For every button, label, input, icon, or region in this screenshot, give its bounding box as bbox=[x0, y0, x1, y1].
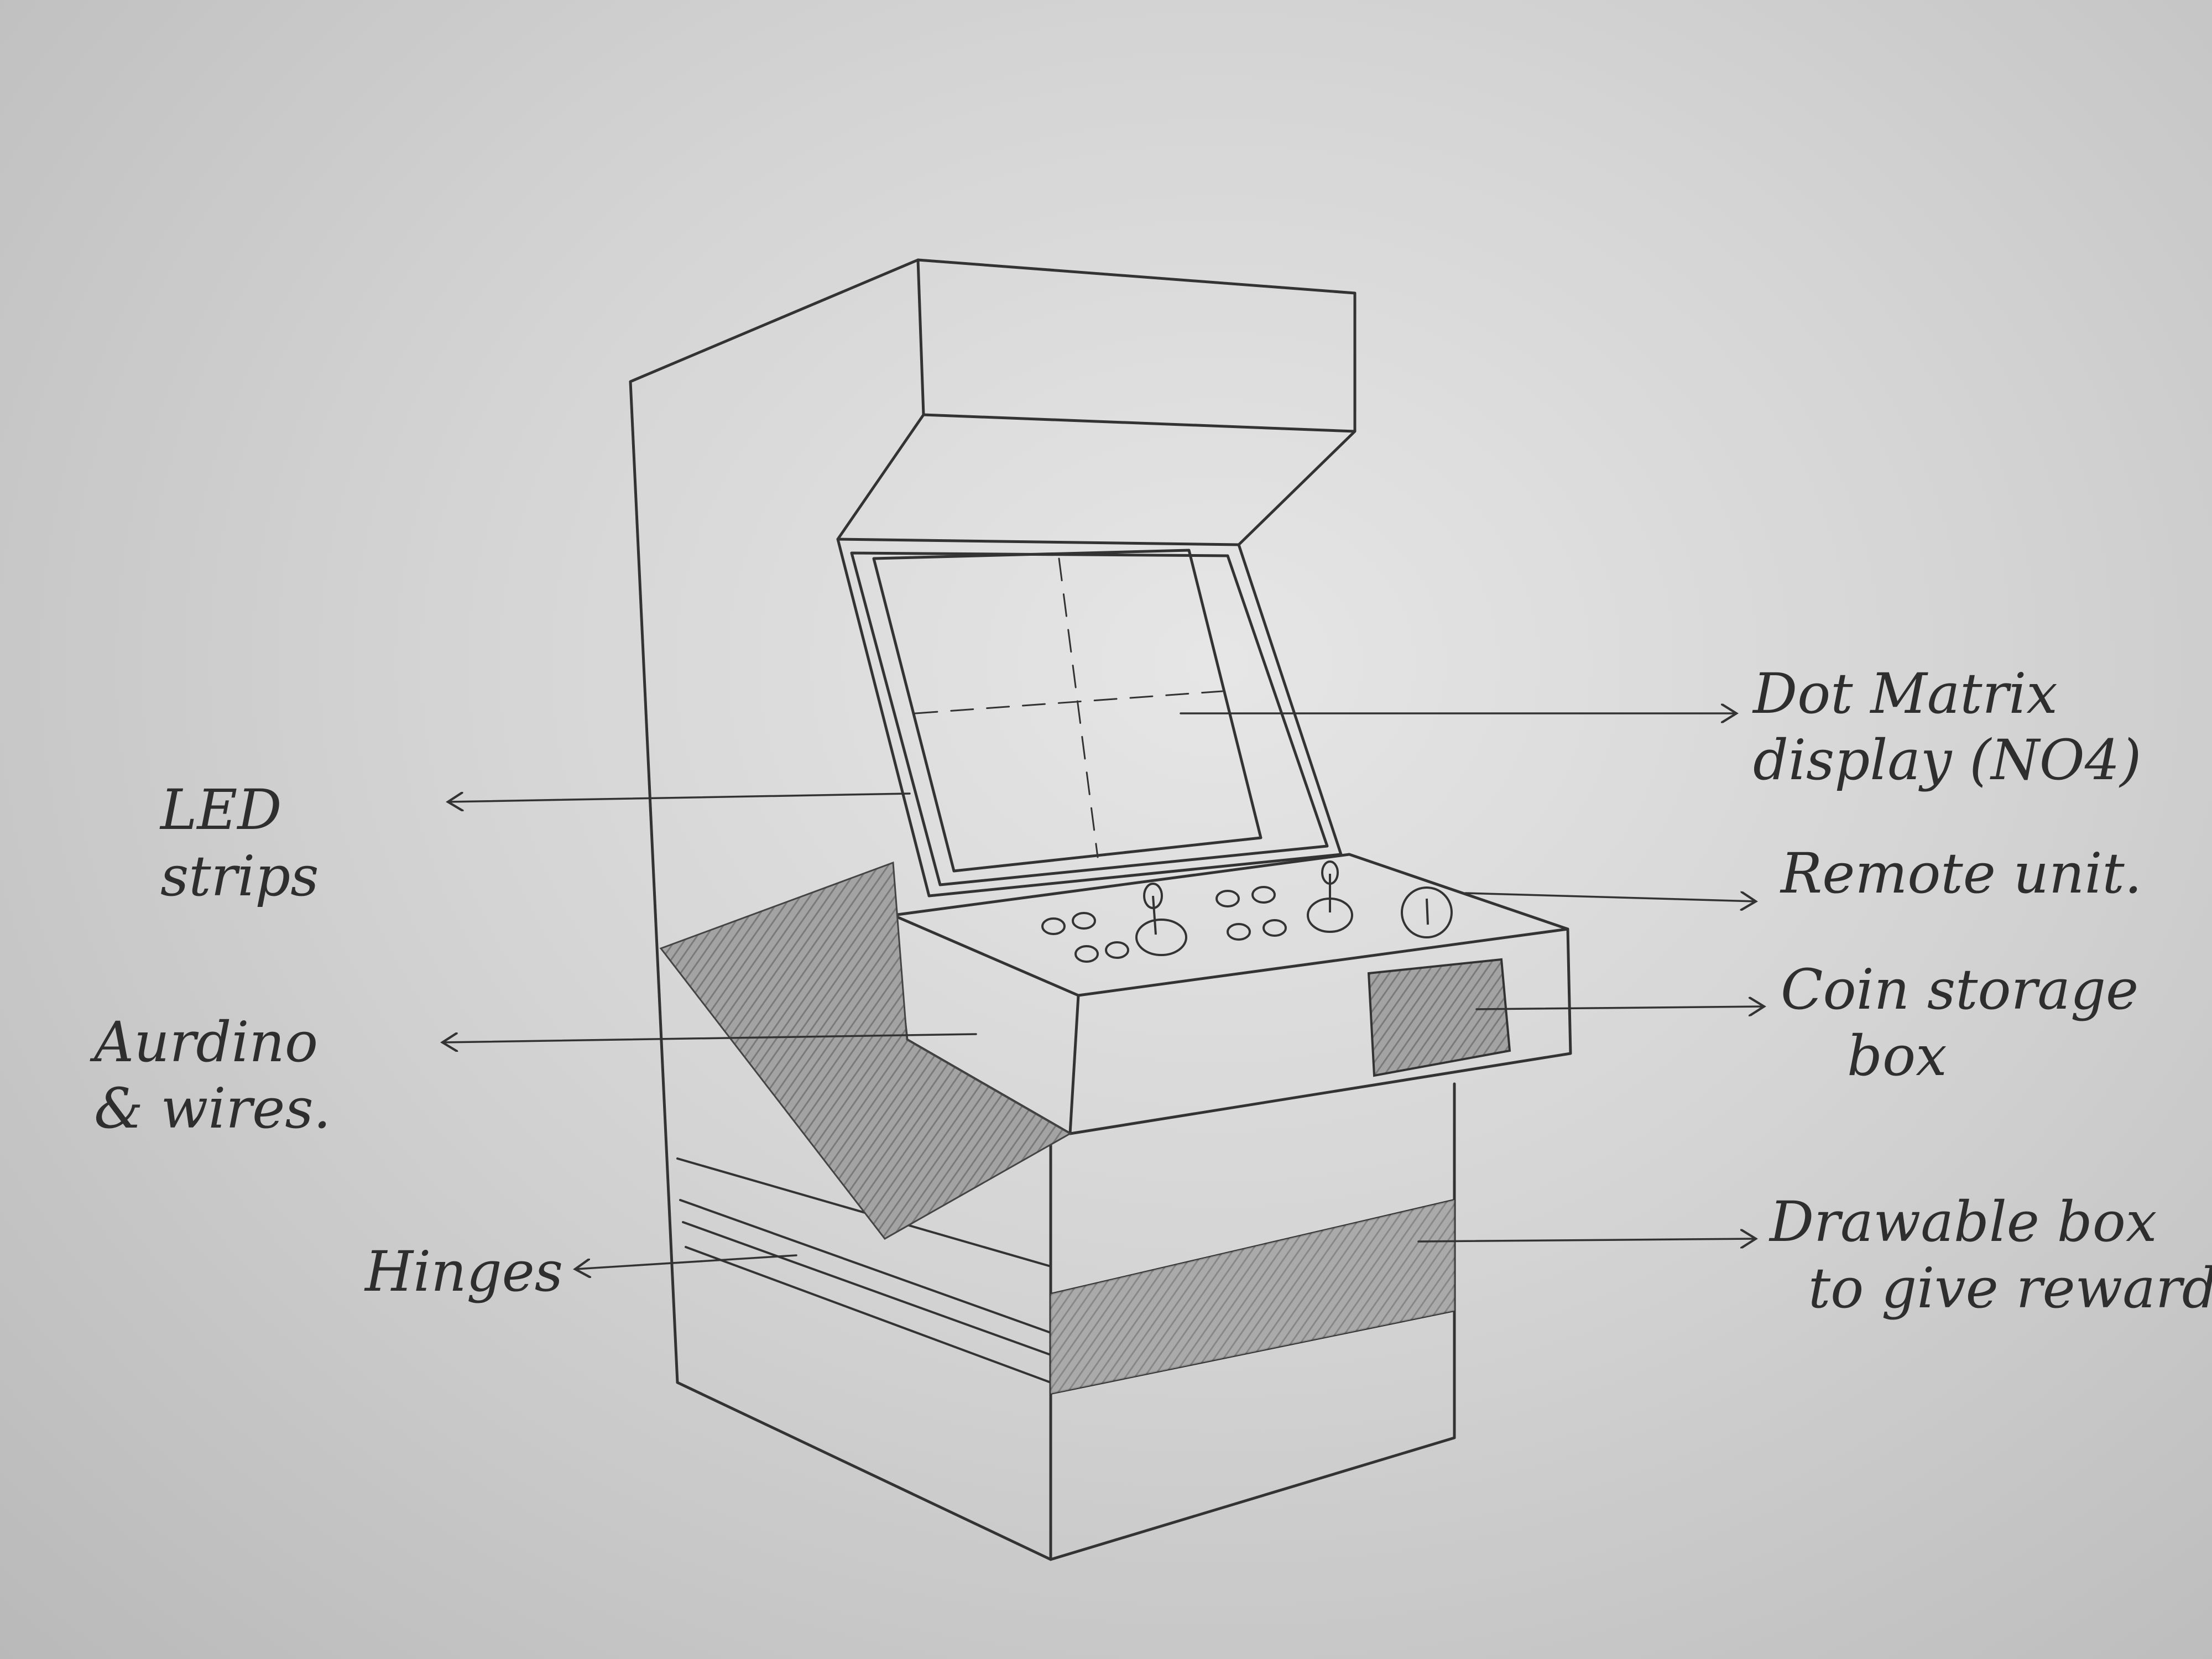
joystick-left bbox=[1136, 884, 1186, 955]
label-line: strips bbox=[160, 843, 319, 910]
button-circle bbox=[1217, 891, 1239, 906]
leader-hinges bbox=[575, 1255, 796, 1269]
screen-crosshair bbox=[915, 559, 1222, 857]
label-dot-matrix-display: Dot Matrix display (NO4) bbox=[1753, 661, 2141, 794]
label-coin-storage-box: Coin storage box bbox=[1781, 957, 2138, 1089]
joystick-right bbox=[1308, 862, 1352, 932]
hinge-lines bbox=[680, 1200, 1051, 1383]
side-shadow bbox=[661, 863, 1070, 1239]
label-line: Dot Matrix bbox=[1753, 661, 2141, 727]
button-circle bbox=[1228, 924, 1250, 940]
label-line: box bbox=[1781, 1023, 2138, 1089]
leader-drawable-box bbox=[1418, 1239, 1756, 1241]
button-circle bbox=[1076, 946, 1098, 962]
label-line: & wires. bbox=[94, 1076, 331, 1142]
label-arduino-wires: Aurdino & wires. bbox=[94, 1009, 331, 1142]
coin-box-shading bbox=[1369, 959, 1510, 1076]
label-line: Remote unit. bbox=[1781, 841, 2142, 907]
coin-slot bbox=[1402, 888, 1452, 937]
label-remote-unit: Remote unit. bbox=[1781, 841, 2142, 907]
label-line: Hinges bbox=[365, 1239, 563, 1305]
button-circle bbox=[1106, 942, 1128, 958]
label-line: display (NO4) bbox=[1753, 727, 2141, 794]
label-line: Coin storage bbox=[1781, 957, 2138, 1023]
control-buttons bbox=[1042, 887, 1286, 962]
button-circle bbox=[1042, 919, 1065, 934]
button-circle bbox=[1253, 887, 1275, 902]
label-line: Drawable box bbox=[1770, 1189, 2212, 1255]
leader-coin-box bbox=[1477, 1006, 1764, 1009]
label-drawable-box: Drawable box to give rewards bbox=[1770, 1189, 2212, 1322]
label-line: to give rewards bbox=[1770, 1255, 2212, 1322]
monitor-inner-bezel bbox=[852, 553, 1327, 885]
label-line: Aurdino bbox=[94, 1009, 331, 1076]
button-circle bbox=[1073, 913, 1095, 928]
screen bbox=[874, 550, 1261, 871]
button-circle bbox=[1264, 920, 1286, 936]
label-line: LED bbox=[160, 777, 319, 843]
drawer-shading bbox=[1051, 1200, 1454, 1394]
leader-remote-unit bbox=[1465, 893, 1756, 901]
leader-led-strips bbox=[448, 794, 910, 802]
marquee-box bbox=[838, 260, 1355, 545]
label-led-strips: LED strips bbox=[160, 777, 319, 910]
label-hinges: Hinges bbox=[365, 1239, 563, 1305]
